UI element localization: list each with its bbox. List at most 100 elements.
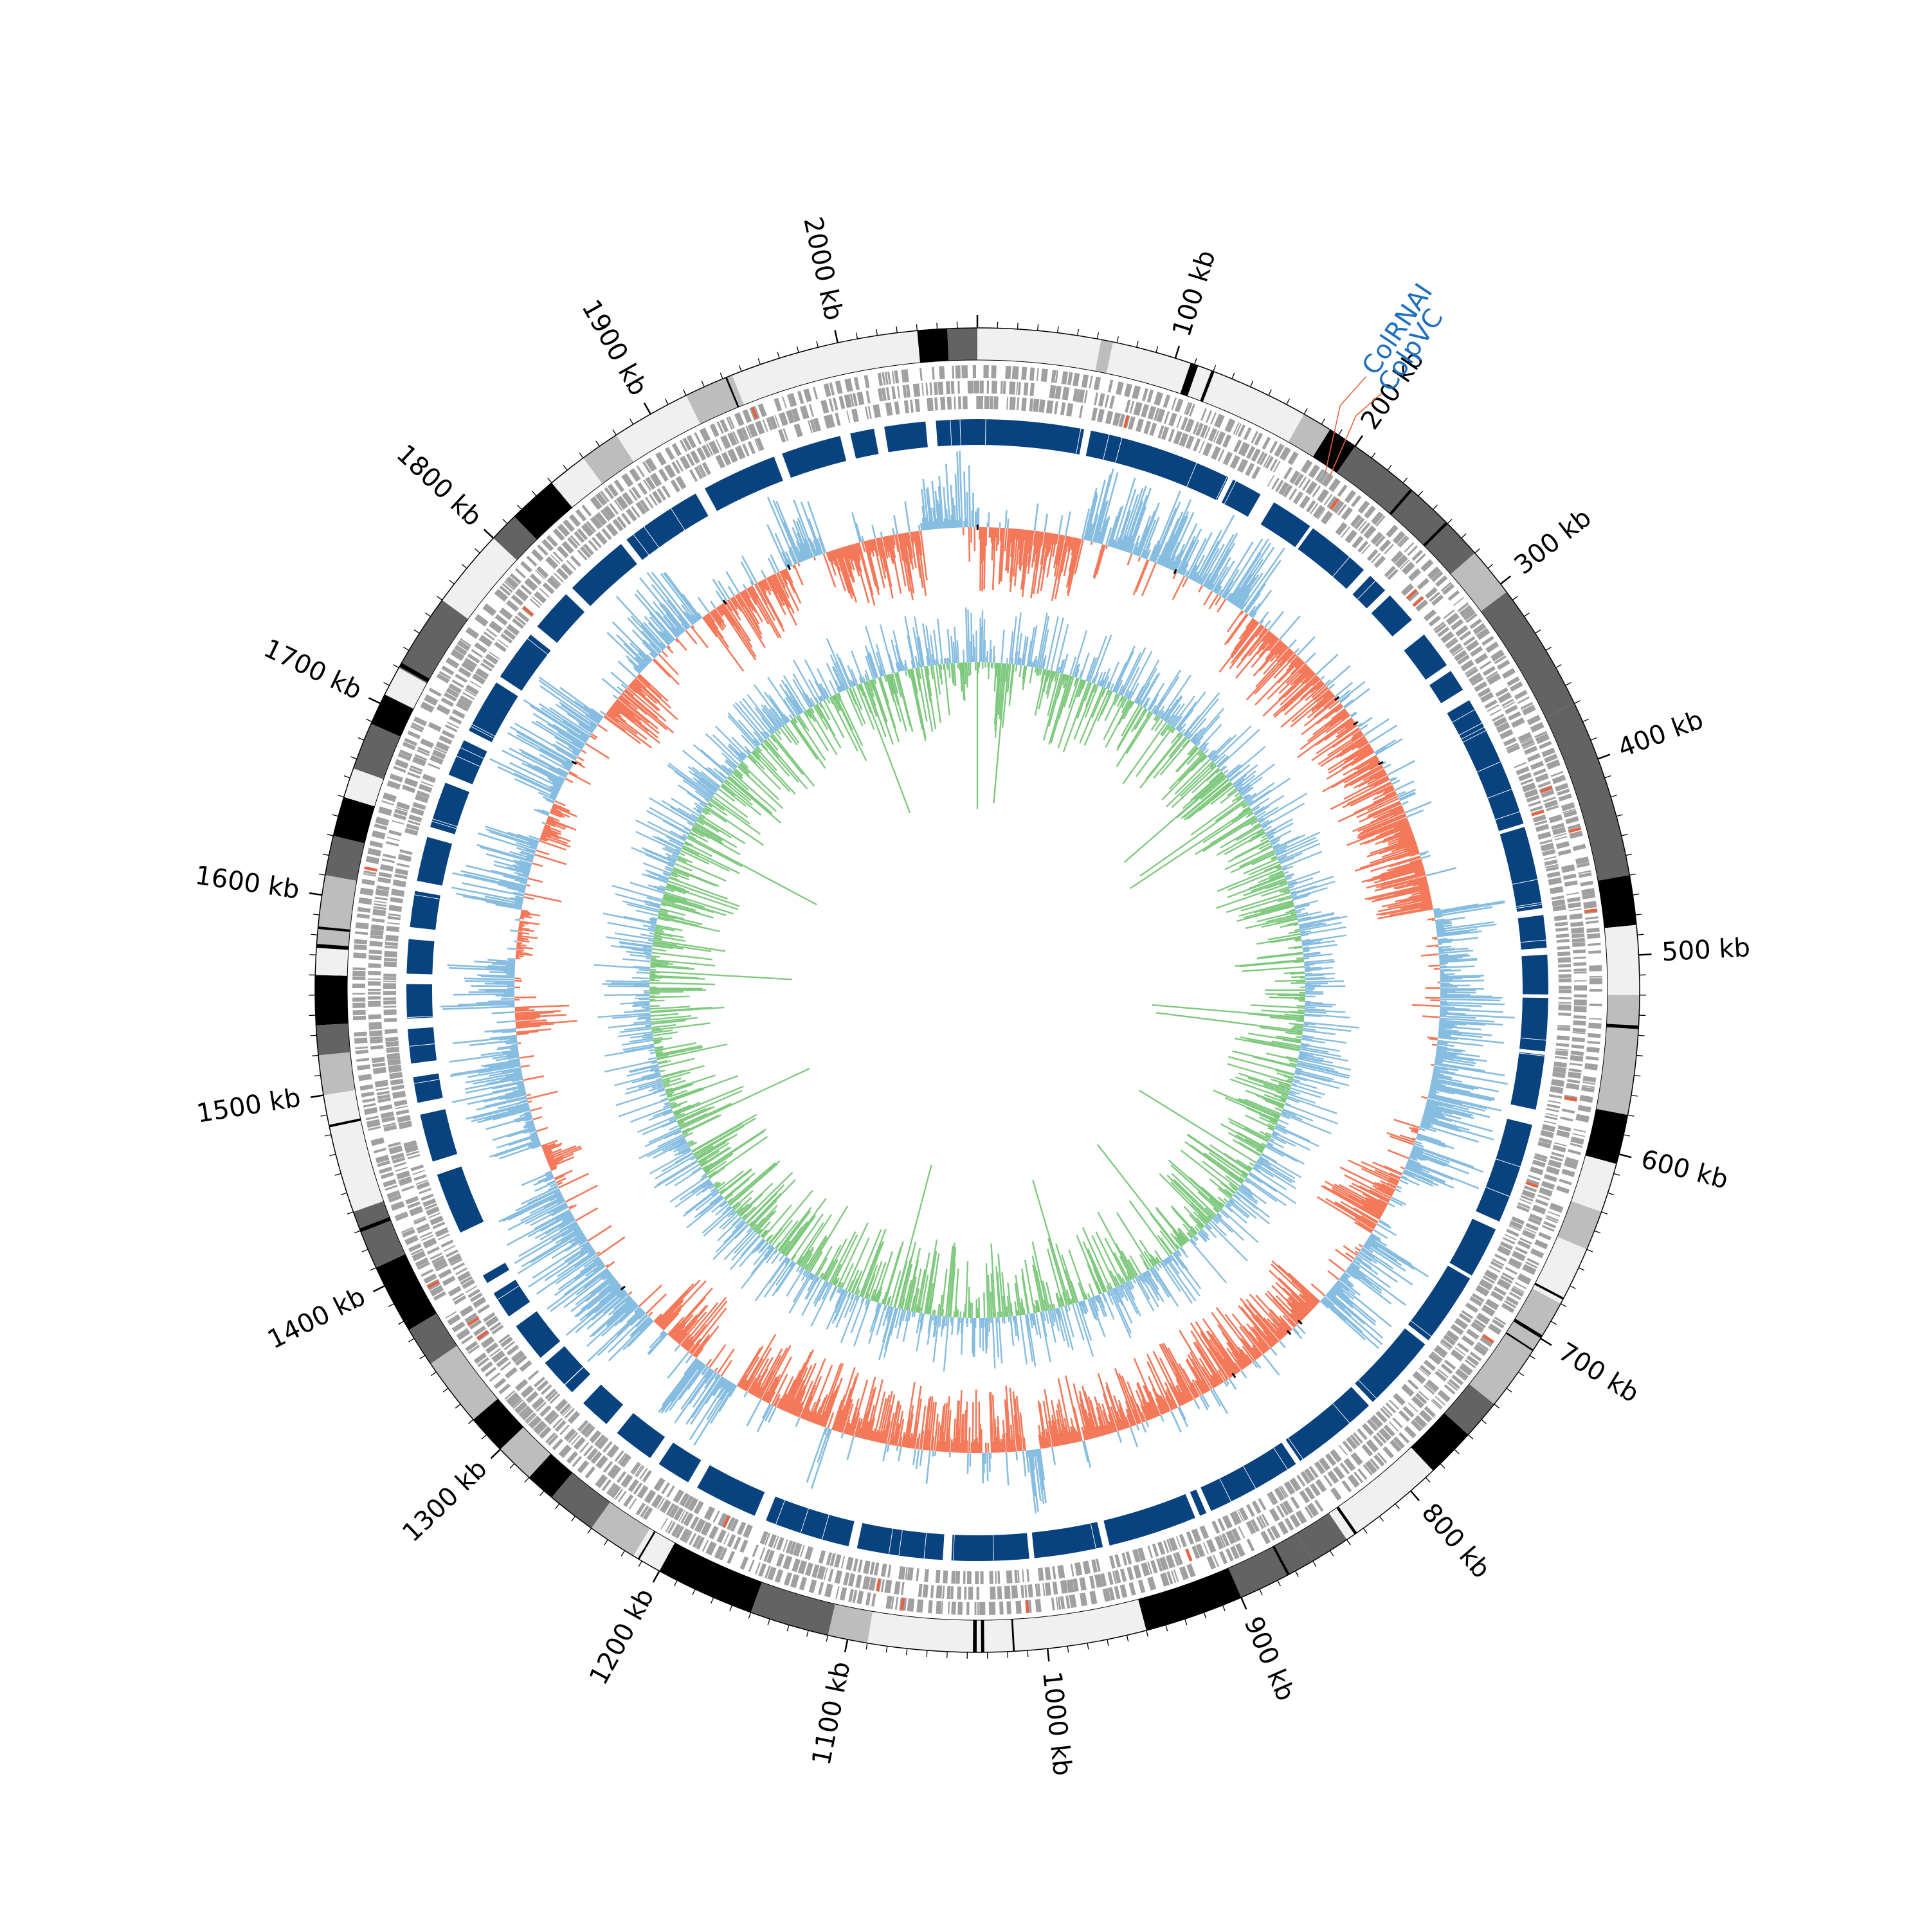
gc-bar	[1437, 1044, 1454, 1046]
skew-bar	[1296, 909, 1305, 912]
gc-bar	[607, 633, 644, 669]
skew-bar	[1294, 947, 1303, 948]
gc-bar	[528, 1101, 532, 1102]
gc-bar	[1194, 1399, 1199, 1409]
gc-bar	[602, 678, 621, 694]
gc-bar	[984, 527, 986, 590]
skew-bar	[790, 714, 793, 719]
gc-bar	[1368, 1240, 1415, 1270]
skew-bar	[665, 1164, 699, 1186]
gc-bar	[768, 1407, 776, 1422]
skew-bar	[1015, 1301, 1017, 1315]
skew-bar	[1117, 707, 1143, 750]
skew-bar	[993, 1317, 995, 1368]
gc-bar	[933, 1451, 934, 1457]
skew-bar	[954, 642, 955, 663]
gc-bar	[920, 1450, 922, 1466]
skew-bar	[651, 925, 656, 926]
gc-bar	[1400, 1180, 1408, 1184]
gc-bar	[1379, 1221, 1391, 1228]
skew-bar	[1012, 658, 1013, 664]
skew-bar	[838, 1223, 868, 1287]
skew-bar	[968, 662, 969, 676]
skew-bar	[1110, 684, 1114, 691]
gc-bar	[744, 1392, 747, 1397]
gc-bar	[1440, 974, 1454, 975]
blue-feature-block	[583, 1385, 623, 1424]
gc-bar	[1161, 1415, 1163, 1422]
gc-bar	[1440, 1002, 1505, 1004]
gc-bar	[1305, 653, 1316, 664]
skew-bar	[1296, 912, 1301, 913]
gc-bar	[588, 1226, 611, 1241]
gc-bar	[601, 711, 605, 715]
gc-bar	[729, 586, 734, 596]
gc-bar	[659, 655, 678, 675]
skew-bar	[951, 636, 953, 663]
gc-bar	[471, 986, 514, 987]
skew-bar	[1073, 630, 1087, 676]
gc-bar	[721, 1360, 732, 1376]
gc-bar	[1295, 649, 1300, 653]
skew-bar	[1083, 1241, 1105, 1292]
blue-feature-block	[1447, 700, 1524, 831]
gc-bar	[542, 822, 546, 824]
blue-feature-block	[1518, 915, 1547, 950]
skew-bar	[755, 1240, 765, 1252]
blue-feature-block	[494, 1279, 530, 1316]
gc-bar	[691, 1377, 722, 1424]
gc-bar	[686, 1355, 693, 1363]
gc-bar	[576, 1208, 598, 1220]
gc-bar	[577, 757, 584, 761]
blue-feature-block	[1200, 1443, 1296, 1511]
skew-bar	[1195, 817, 1256, 854]
skew-bar	[1296, 1021, 1304, 1022]
gc-bar	[1204, 591, 1212, 605]
skew-bar	[1287, 1097, 1337, 1114]
skew-bar	[972, 1318, 973, 1353]
gc-bar	[927, 1450, 930, 1484]
skew-bar	[1303, 951, 1309, 952]
skew-bar	[897, 1310, 903, 1339]
gc-bar	[1355, 1251, 1359, 1253]
blue-feature-block	[659, 1443, 702, 1483]
skew-bar	[611, 983, 649, 984]
gc-bar	[639, 1285, 662, 1306]
gc-bar	[1421, 1097, 1427, 1098]
blue-feature-track	[406, 419, 1548, 1561]
skew-bar	[905, 670, 907, 676]
skew-bar	[1236, 1191, 1270, 1217]
skew-bar	[1058, 667, 1059, 673]
gc-bar	[1091, 541, 1092, 545]
skew-bar	[777, 730, 781, 734]
skew-bar	[1163, 1261, 1192, 1304]
skew-bar	[905, 617, 915, 669]
skew-bar	[1158, 1263, 1161, 1268]
skew-bar	[682, 848, 729, 871]
skew-bar	[651, 1014, 679, 1016]
blue-feature-block	[766, 1497, 855, 1546]
gc-bar	[521, 1065, 530, 1067]
skew-bar	[1303, 1024, 1309, 1025]
gc-bar	[973, 1402, 974, 1453]
skew-bar	[1141, 673, 1159, 706]
blue-feature-block	[884, 422, 928, 453]
gc-bar	[581, 750, 586, 753]
skew-bar	[1273, 1132, 1310, 1150]
gc-bar	[1388, 761, 1415, 775]
gc-bar	[1440, 1005, 1482, 1006]
blue-feature-block	[952, 1533, 1029, 1561]
gc-bar	[916, 1449, 919, 1469]
skew-bar	[651, 953, 712, 960]
gc-bar	[894, 515, 897, 534]
skew-bar	[1281, 1114, 1332, 1134]
gc-bar	[1035, 503, 1038, 530]
gc-bar	[698, 597, 709, 613]
gc-bar	[1118, 1431, 1121, 1442]
skew-bar	[721, 785, 735, 796]
gc-bar	[897, 1446, 898, 1450]
skew-bar	[971, 613, 972, 662]
blue-feature-block	[1032, 1522, 1103, 1558]
skew-bar	[1213, 1090, 1279, 1119]
skew-bar	[934, 1310, 935, 1315]
